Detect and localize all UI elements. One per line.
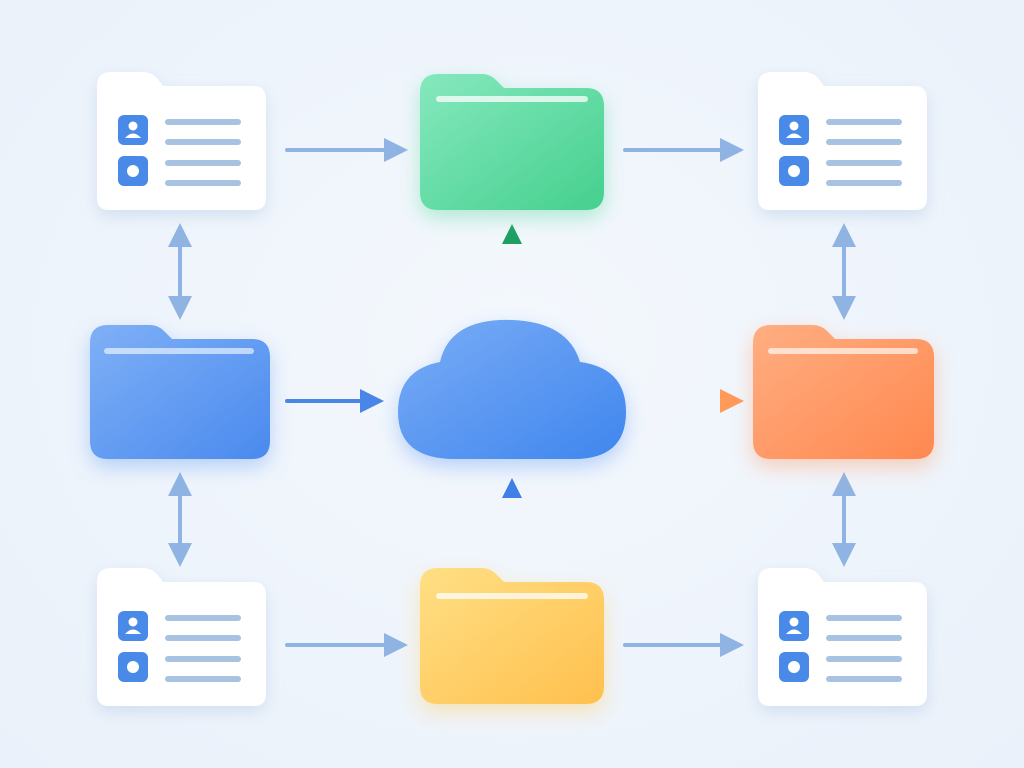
document-card-bottom-right[interactable] bbox=[758, 568, 927, 706]
document-text-line bbox=[165, 635, 241, 641]
dot-icon bbox=[127, 165, 139, 177]
user-body-icon bbox=[786, 133, 802, 138]
folder-label-bar bbox=[436, 593, 588, 599]
dot-icon bbox=[788, 661, 800, 673]
cloud-icon bbox=[398, 319, 626, 459]
folder-top-green[interactable] bbox=[420, 74, 604, 210]
document-text-line bbox=[165, 119, 241, 125]
folder-icon bbox=[753, 325, 934, 459]
cloud-node[interactable] bbox=[398, 319, 626, 459]
document-text-line bbox=[826, 180, 902, 186]
folder-bottom-yellow[interactable] bbox=[420, 568, 604, 704]
document-text-line bbox=[165, 139, 241, 145]
document-text-line bbox=[165, 615, 241, 621]
document-card-top-right[interactable] bbox=[758, 72, 927, 210]
document-text-line bbox=[826, 635, 902, 641]
dot-icon bbox=[127, 661, 139, 673]
document-text-line bbox=[826, 160, 902, 166]
document-text-line bbox=[826, 656, 902, 662]
document-text-line bbox=[165, 676, 241, 682]
user-body-icon bbox=[125, 133, 141, 138]
document-text-line bbox=[826, 139, 902, 145]
folder-label-bar bbox=[104, 348, 254, 354]
user-head-icon bbox=[128, 617, 138, 627]
document-cards bbox=[97, 72, 927, 706]
folder-icon bbox=[420, 74, 604, 210]
document-text-line bbox=[165, 160, 241, 166]
user-body-icon bbox=[125, 629, 141, 634]
document-text-line bbox=[165, 656, 241, 662]
connectors bbox=[168, 138, 856, 657]
folder-icon bbox=[420, 568, 604, 704]
folder-right-orange[interactable] bbox=[753, 325, 934, 459]
document-text-line bbox=[165, 180, 241, 186]
user-head-icon bbox=[789, 121, 799, 131]
document-text-line bbox=[826, 119, 902, 125]
document-text-line bbox=[826, 676, 902, 682]
folder-label-bar bbox=[436, 96, 588, 102]
user-body-icon bbox=[786, 629, 802, 634]
user-head-icon bbox=[128, 121, 138, 131]
document-card-top-left[interactable] bbox=[97, 72, 266, 210]
folder-label-bar bbox=[768, 348, 918, 354]
dot-icon bbox=[788, 165, 800, 177]
folder-left-blue[interactable] bbox=[90, 325, 270, 459]
user-head-icon bbox=[789, 617, 799, 627]
document-text-line bbox=[826, 615, 902, 621]
document-card-bottom-left[interactable] bbox=[97, 568, 266, 706]
folder-icon bbox=[90, 325, 270, 459]
